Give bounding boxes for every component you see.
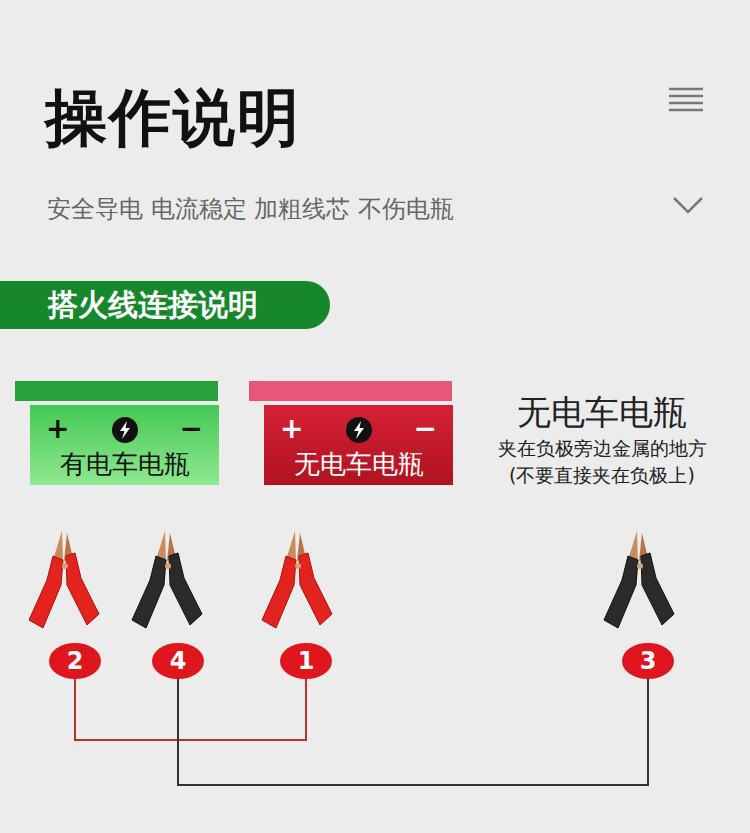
- clamp-handle: [641, 553, 674, 625]
- callout-text: 1: [280, 649, 332, 673]
- clamp: [132, 531, 202, 628]
- battery-box: + − 无电车电瓶: [264, 405, 453, 485]
- terminal-sign: +: [280, 415, 303, 443]
- callout-number: 1: [280, 643, 332, 679]
- battery-name: 无电车电瓶: [264, 450, 453, 479]
- callout-text: 4: [152, 649, 204, 673]
- clamp-handle: [169, 553, 202, 625]
- menu-icon: [669, 89, 703, 110]
- callout-number: 2: [49, 643, 101, 679]
- clamp: [604, 531, 674, 628]
- callout-number: 3: [622, 643, 674, 679]
- target-label: 无电车电瓶: [517, 390, 687, 436]
- battery-top-bar: [249, 381, 452, 401]
- clamp-handle: [66, 553, 99, 625]
- clamp-pivot: [62, 563, 68, 569]
- terminal-sign: −: [180, 415, 203, 443]
- battery-name: 有电车电瓶: [30, 450, 219, 479]
- clamp-handle: [262, 556, 296, 628]
- clamp-handle: [29, 556, 63, 628]
- note-text: (不要直接夹在负极上): [509, 463, 695, 489]
- clamp-pivot: [165, 563, 171, 569]
- callout-text: 2: [49, 649, 101, 673]
- clamp: [29, 531, 99, 628]
- clamp-pivot: [637, 563, 643, 569]
- wire-connector: [75, 679, 306, 740]
- chevron-icon: [674, 198, 702, 212]
- terminal-sign: −: [414, 415, 437, 443]
- battery-box: + − 有电车电瓶: [30, 405, 219, 485]
- wire-connector: [178, 679, 648, 785]
- clamp-handle: [132, 556, 166, 628]
- clamp-handle: [299, 553, 332, 625]
- banner-text: 搭火线连接说明: [48, 285, 258, 326]
- clamp-group: [29, 531, 674, 628]
- page-title: 操作说明: [45, 76, 301, 160]
- callout-text: 3: [622, 649, 674, 673]
- clamp-pivot: [295, 563, 301, 569]
- bolt-icon: [111, 416, 139, 444]
- battery-top-bar: [15, 381, 218, 401]
- clamp: [262, 531, 332, 628]
- callout-number: 4: [152, 643, 204, 679]
- clamp-handle: [604, 556, 638, 628]
- section-banner: 搭火线连接说明: [0, 281, 330, 329]
- bolt-icon: [345, 416, 373, 444]
- terminal-sign: +: [46, 415, 69, 443]
- note-text: 夹在负极旁边金属的地方: [498, 436, 707, 462]
- subtitle: 安全导电 电流稳定 加粗线芯 不伤电瓶: [47, 193, 454, 225]
